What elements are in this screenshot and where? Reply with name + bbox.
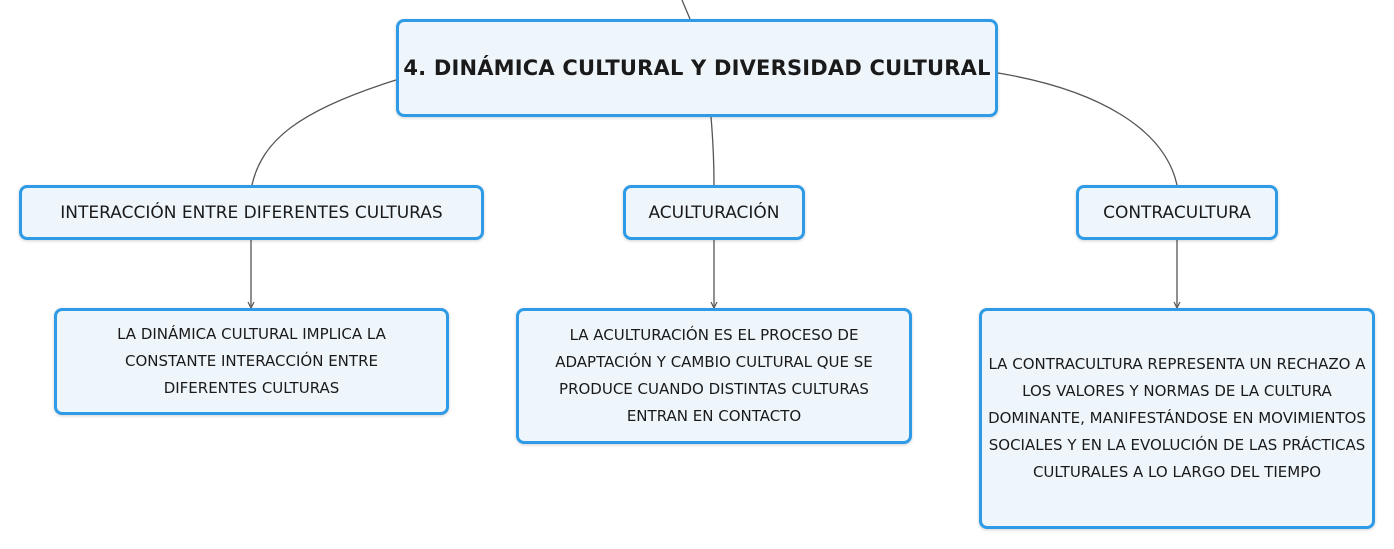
topic-node-interaccion[interactable]: INTERACCIÓN ENTRE DIFERENTES CULTURAS [19, 185, 484, 240]
connector-root-to-aculturacion [710, 116, 715, 186]
root-topic-label: 4. DINÁMICA CULTURAL Y DIVERSIDAD CULTUR… [403, 56, 991, 80]
topic-node-contracultura[interactable]: CONTRACULTURA [1076, 185, 1278, 240]
topic-label-aculturacion: ACULTURACIÓN [648, 202, 780, 223]
description-node-aculturacion[interactable]: LA ACULTURACIÓN ES EL PROCESO DE ADAPTAC… [516, 308, 912, 444]
connector-parent-to-root [681, 0, 691, 20]
topic-node-aculturacion[interactable]: ACULTURACIÓN [623, 185, 805, 240]
connector-root-to-contracultura [997, 72, 1178, 186]
description-text-aculturacion: LA ACULTURACIÓN ES EL PROCESO DE ADAPTAC… [555, 326, 873, 425]
description-node-interaccion[interactable]: LA DINÁMICA CULTURAL IMPLICA LA CONSTANT… [54, 308, 449, 415]
topic-label-interaccion: INTERACCIÓN ENTRE DIFERENTES CULTURAS [60, 202, 443, 223]
topic-label-contracultura: CONTRACULTURA [1103, 202, 1251, 223]
description-text-contracultura: LA CONTRACULTURA REPRESENTA UN RECHAZO A… [988, 355, 1366, 481]
root-topic-node[interactable]: 4. DINÁMICA CULTURAL Y DIVERSIDAD CULTUR… [396, 19, 998, 117]
description-text-interaccion: LA DINÁMICA CULTURAL IMPLICA LA CONSTANT… [117, 325, 386, 397]
connector-root-to-interaccion [251, 79, 397, 186]
description-node-contracultura[interactable]: LA CONTRACULTURA REPRESENTA UN RECHAZO A… [979, 308, 1375, 529]
